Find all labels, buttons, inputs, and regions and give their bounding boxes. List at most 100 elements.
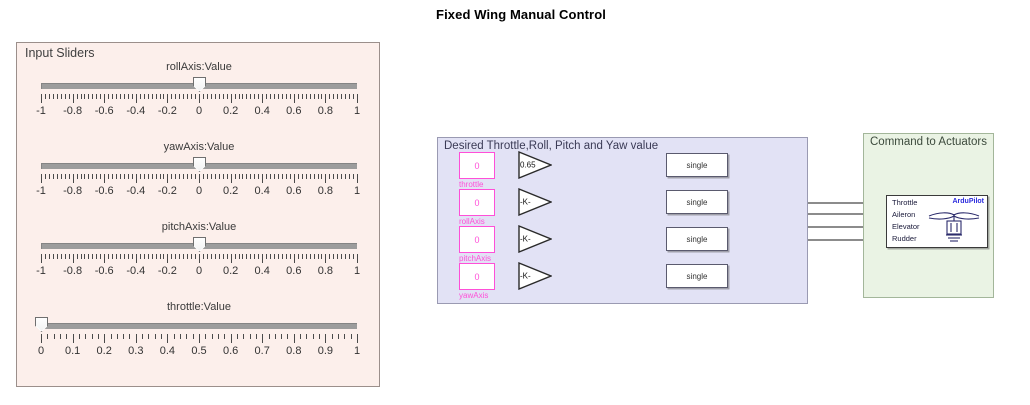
slider-ruler-throttle: [41, 334, 358, 345]
slider-thumb-throttle[interactable]: [35, 317, 48, 332]
constant-block-rollAxis[interactable]: 0: [459, 189, 495, 216]
tick-label: -0.6: [94, 185, 114, 197]
tick-label: 0.2: [222, 185, 239, 197]
gain-triangle-icon: [518, 225, 552, 253]
slider-ticklabels-pitchAxis: -1 -0.8 -0.6 -0.4 -0.2 0 0.2 0.4 0.6 0.8 1: [36, 265, 361, 280]
slider-label-throttle: throttle:Value: [166, 301, 231, 313]
data-type-conversion-yawAxis[interactable]: single: [666, 264, 728, 288]
tick-label: 0.4: [254, 105, 270, 117]
gain-block-yawAxis[interactable]: -K-: [518, 262, 552, 290]
gain-block-rollAxis[interactable]: -K-: [518, 188, 552, 216]
ardupilot-brand-label: ArduPilot: [952, 198, 985, 205]
tick-label: 0: [195, 185, 203, 197]
helicopter-icon: [925, 207, 983, 245]
tick-label: -0.8: [63, 265, 83, 277]
tick-label: 0.8: [317, 265, 334, 277]
tick-label: 1: [353, 105, 361, 117]
signal-label-rollAxis: rollAxis: [459, 217, 485, 226]
actuator-port-elevator: Elevator: [892, 222, 920, 231]
slider-ruler-yawAxis: [41, 174, 358, 185]
tick-label: 0.6: [286, 265, 302, 277]
slider-label-rollAxis: rollAxis:Value: [166, 61, 232, 73]
desired-values-caption: Desired Throttle,Roll, Pitch and Yaw val…: [444, 140, 659, 152]
tick-label: 1: [353, 345, 361, 357]
data-type-conversion-pitchAxis[interactable]: single: [666, 227, 728, 251]
tick-label: -0.4: [126, 265, 146, 277]
command-to-actuators-caption: Command to Actuators: [870, 136, 987, 148]
gain-triangle-icon: [518, 262, 552, 290]
slider-label-pitchAxis: pitchAxis:Value: [161, 221, 237, 233]
constant-block-yawAxis[interactable]: 0: [459, 263, 495, 290]
constant-block-pitchAxis[interactable]: 0: [459, 226, 495, 253]
tick-label: 1: [353, 265, 361, 277]
tick-label: 0: [195, 265, 203, 277]
actuator-port-aileron: Aileron: [892, 210, 916, 219]
gain-triangle-icon: [518, 151, 552, 179]
tick-label: 0.8: [317, 105, 334, 117]
slider-pitchAxis[interactable]: [41, 237, 357, 253]
slider-throttle[interactable]: [35, 317, 357, 333]
actuator-port-rudder: Rudder: [892, 234, 917, 243]
input-sliders-panel: Input Sliders rollAxis:Value -1 -0.8 -0.6 -0…: [16, 42, 380, 387]
signal-label-throttle: throttle: [459, 180, 484, 189]
gain-value: 0.65: [520, 160, 536, 170]
gain-block-pitchAxis[interactable]: -K-: [518, 225, 552, 253]
tick-label: -0.4: [126, 105, 146, 117]
tick-label: 0.4: [254, 185, 270, 197]
slider-thumb-rollAxis[interactable]: [193, 77, 206, 92]
slider-ruler-pitchAxis: [41, 254, 358, 265]
gain-value: -K-: [520, 271, 531, 281]
tick-label: -0.2: [157, 105, 177, 117]
tick-label: -0.2: [157, 265, 177, 277]
tick-label: -1: [36, 265, 46, 277]
slider-label-yawAxis: yawAxis:Value: [163, 141, 235, 153]
slider-yawAxis[interactable]: [41, 157, 357, 173]
tick-label: -1: [36, 105, 46, 117]
tick-label: 0.1: [64, 345, 81, 357]
gain-triangle-icon: [518, 188, 552, 216]
tick-label: 0.8: [286, 345, 302, 357]
slider-group-pitchAxis: pitchAxis:Value -1 -0.8 -0.6 -0.4 -0.2 0 0.2 0.4…: [17, 221, 381, 280]
signal-label-yawAxis: yawAxis: [459, 291, 489, 300]
constant-block-throttle[interactable]: 0: [459, 152, 495, 179]
input-sliders-caption: Input Sliders: [25, 46, 95, 60]
tick-label: -0.4: [126, 185, 146, 197]
tick-label: -1: [36, 185, 46, 197]
tick-label: 0.6: [222, 345, 239, 357]
tick-label: 0.4: [254, 265, 270, 277]
tick-label: 0: [37, 345, 45, 357]
data-type-conversion-throttle[interactable]: single: [666, 153, 728, 177]
tick-label: -0.6: [94, 265, 114, 277]
data-type-conversion-rollAxis[interactable]: single: [666, 190, 728, 214]
tick-label: 0.3: [128, 345, 144, 357]
gain-value: -K-: [520, 234, 531, 244]
tick-label: 0.7: [254, 345, 270, 357]
tick-label: 0.6: [286, 185, 302, 197]
tick-label: 0.2: [96, 345, 112, 357]
tick-label: 0.5: [191, 345, 207, 357]
tick-label: -0.6: [94, 105, 114, 117]
gain-value: -K-: [520, 197, 531, 207]
signal-label-pitchAxis: pitchAxis: [459, 254, 492, 263]
slider-thumb-pitchAxis[interactable]: [193, 237, 206, 252]
tick-label: 0.2: [222, 265, 239, 277]
slider-rollAxis[interactable]: [41, 77, 357, 93]
tick-label: 0.4: [159, 345, 176, 357]
desired-values-subsystem[interactable]: Desired Throttle,Roll, Pitch and Yaw val…: [437, 137, 808, 304]
gain-block-throttle[interactable]: 0.65: [518, 151, 552, 179]
slider-thumb-yawAxis[interactable]: [193, 157, 206, 172]
tick-label: -0.8: [63, 185, 83, 197]
tick-label: 0: [195, 105, 203, 117]
tick-label: 1: [353, 185, 361, 197]
tick-label: -0.8: [63, 105, 83, 117]
tick-label: 0.8: [317, 185, 334, 197]
actuator-port-throttle: Throttle: [892, 198, 918, 207]
tick-label: 0.6: [286, 105, 302, 117]
